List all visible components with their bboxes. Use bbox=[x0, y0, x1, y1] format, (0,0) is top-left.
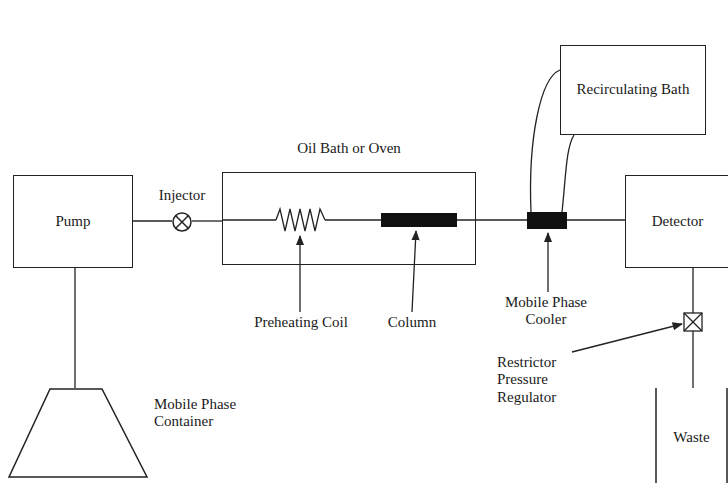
node-label: Mobile Phase Container bbox=[154, 396, 264, 431]
node-label: Pump bbox=[55, 213, 90, 230]
valve-symbol bbox=[684, 313, 702, 331]
node-label: Oil Bath or Oven bbox=[297, 140, 401, 157]
leader-line bbox=[412, 231, 416, 312]
tubing-connector bbox=[133, 220, 172, 221]
injector-circle bbox=[173, 213, 191, 231]
preheating-coil bbox=[276, 209, 325, 231]
part-label: Preheating Coil bbox=[245, 314, 357, 331]
leader-line bbox=[547, 233, 548, 292]
tubing bbox=[223, 219, 276, 220]
part-label: Column bbox=[380, 314, 444, 331]
bath-box: Recirculating Bath bbox=[560, 45, 706, 135]
detector-box: Detector bbox=[625, 175, 728, 268]
container-outline bbox=[9, 389, 147, 477]
valve-symbol bbox=[684, 313, 702, 331]
injector-cross bbox=[176, 216, 188, 228]
container-shape-outline bbox=[8, 388, 148, 478]
waste-vessel: Waste bbox=[655, 388, 728, 483]
leader-line bbox=[299, 236, 300, 312]
coolant-line bbox=[531, 70, 560, 212]
node-label: Waste bbox=[655, 429, 728, 446]
pump-box: Pump bbox=[13, 175, 133, 268]
part-label: Mobile Phase Cooler bbox=[490, 294, 602, 329]
valve-symbol bbox=[684, 313, 702, 331]
waste-wall bbox=[655, 388, 657, 483]
injector-symbol-outline bbox=[172, 212, 192, 232]
node-label: Detector bbox=[652, 213, 704, 230]
injector-symbol: Injector bbox=[172, 212, 192, 232]
node-label: Injector bbox=[159, 187, 206, 204]
part-label: Restrictor Pressure Regulator bbox=[497, 354, 583, 406]
column-symbol bbox=[381, 213, 457, 227]
leader-line bbox=[572, 324, 682, 352]
container-shape: Mobile Phase Container bbox=[8, 388, 148, 478]
node-label: Recirculating Bath bbox=[577, 81, 690, 98]
coolant-line bbox=[562, 135, 574, 212]
injector-cross bbox=[176, 216, 188, 228]
waste-wall bbox=[726, 388, 728, 483]
tubing-connector bbox=[192, 220, 222, 221]
tubing-connector bbox=[74, 268, 75, 388]
cooler-symbol bbox=[527, 212, 567, 229]
oven-box: Oil Bath or Oven bbox=[222, 172, 476, 265]
